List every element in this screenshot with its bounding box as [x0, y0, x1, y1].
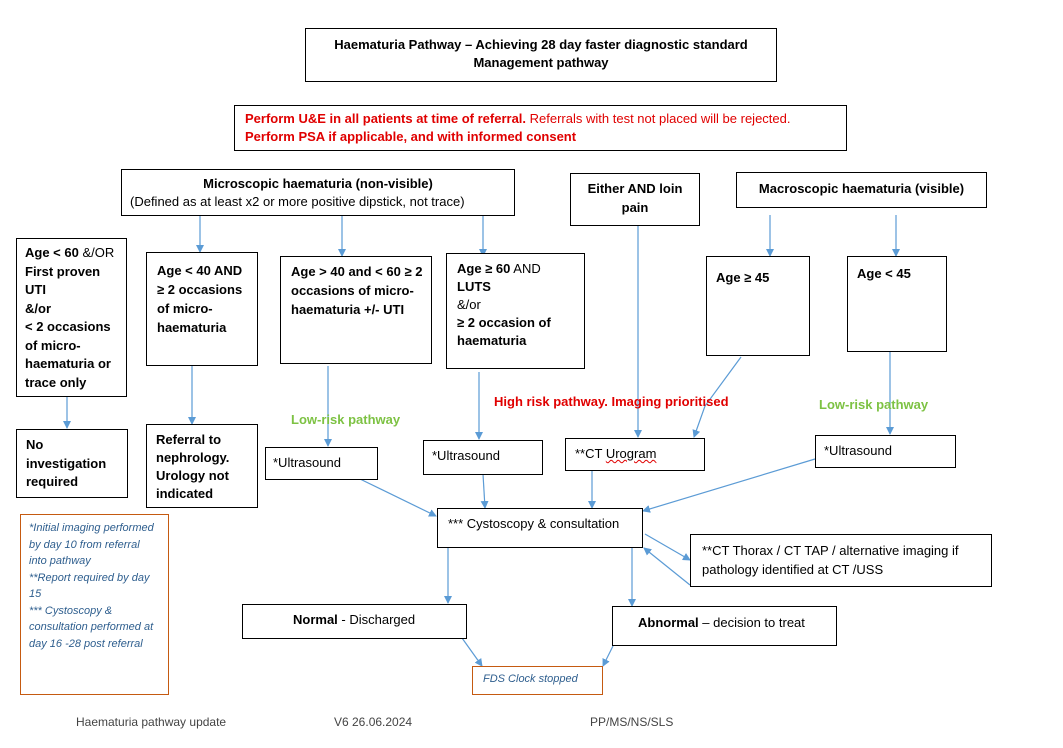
fds-clock-text: FDS Clock stopped — [483, 673, 578, 685]
ultrasound-box-1: *Ultrasound — [265, 447, 378, 480]
macroscopic-box: Macroscopic haematuria (visible) — [736, 172, 987, 208]
age-lt40-box: Age < 40 AND ≥ 2 occasions of micro-haem… — [146, 252, 258, 366]
ultrasound-text-2: *Ultrasound — [432, 448, 500, 463]
high-risk-label: High risk pathway. Imaging prioritised — [494, 394, 729, 409]
note-2: **Report required by day 15 — [29, 571, 150, 601]
referral-notice-line1: Perform U&E in all patients at time of r… — [245, 110, 846, 128]
no-investigation-box: No investigation required — [16, 429, 128, 498]
low-risk-label-right: Low-risk pathway — [819, 397, 929, 412]
referral-notice-box: Perform U&E in all patients at time of r… — [234, 105, 847, 151]
cystoscopy-box: *** Cystoscopy & consultation — [437, 508, 643, 548]
ultrasound-text-3: *Ultrasound — [824, 443, 892, 458]
age-lt60-l1: Age < 60 — [25, 245, 79, 260]
age-40-60-text: Age > 40 and < 60 ≥ 2 occasions of micro… — [291, 264, 423, 317]
arrow-us1-to-cysto — [359, 478, 437, 517]
no-investigation-text: No investigation required — [26, 437, 107, 489]
arrow-ge45-to-ct — [692, 356, 742, 438]
referral-nephrology-box: Referral to nephrology. Urology not indi… — [146, 424, 258, 508]
age-ge60-l2: LUTS — [457, 279, 491, 294]
note-3: *** Cystoscopy & consultation performed … — [29, 604, 154, 650]
age-lt60-l3: &/or — [25, 300, 51, 316]
age-ge45-box: Age ≥ 45 — [706, 256, 810, 356]
age-ge60-l1: Age ≥ 60 — [457, 261, 511, 276]
referral-notice-bold: Perform U&E in all patients at time of r… — [245, 111, 527, 126]
ct-thorax-text: **CT Thorax / CT TAP / alternative imagi… — [702, 543, 959, 577]
macroscopic-heading: Macroscopic haematuria (visible) — [758, 181, 965, 196]
note-1: *Initial imaging performed by day 10 fro… — [29, 522, 154, 567]
referral-nephrology-text: Referral to nephrology. Urology not indi… — [156, 432, 230, 501]
age-ge60-l3: &/or — [457, 297, 481, 312]
ct-urogram-box: **CT Urogram — [565, 438, 705, 471]
low-risk-label-left: Low-risk pathway — [291, 412, 401, 427]
normal-rest: - Discharged — [337, 612, 416, 627]
arrow-ctthorax-to-cysto — [643, 547, 691, 586]
referral-notice-line2: Perform PSA if applicable, and with info… — [245, 129, 577, 144]
referral-notice-rest: Referrals with test not placed will be r… — [526, 111, 791, 126]
ultrasound-box-2: *Ultrasound — [423, 440, 543, 475]
normal-bold: Normal — [293, 612, 338, 627]
microscopic-box: Microscopic haematuria (non-visible) (De… — [121, 169, 515, 216]
age-ge60-l4: ≥ 2 occasion of haematuria — [457, 315, 551, 348]
footer-right: PP/MS/NS/SLS — [590, 715, 674, 729]
arrow-cysto-to-ctthorax — [644, 533, 691, 561]
timeline-notes-box: *Initial imaging performed by day 10 fro… — [20, 514, 169, 695]
ultrasound-box-3: *Ultrasound — [815, 435, 956, 468]
age-ge45-text: Age ≥ 45 — [716, 270, 770, 285]
arrow-us3-to-cysto — [642, 458, 816, 513]
age-ge60-l1b: AND — [510, 261, 541, 276]
age-lt60-box: Age < 60 &/OR First proven UTI &/or < 2 … — [16, 238, 127, 397]
footer-middle: V6 26.06.2024 — [334, 715, 413, 729]
title-box: Haematuria Pathway – Achieving 28 day fa… — [305, 28, 777, 82]
abnormal-bold: Abnormal — [638, 615, 699, 630]
age-40-60-box: Age > 40 and < 60 ≥ 2 occasions of micro… — [280, 256, 432, 364]
either-loin-pain-box: Either AND loin pain — [570, 173, 700, 226]
age-lt45-text: Age < 45 — [857, 266, 911, 281]
age-lt45-box: Age < 45 — [847, 256, 947, 352]
age-lt40-text: Age < 40 AND ≥ 2 occasions of micro-haem… — [157, 263, 243, 335]
title-line2: Management pathway — [473, 55, 609, 70]
ct-urogram-prefix: **CT — [575, 446, 606, 461]
arrow-us2-to-cysto — [480, 473, 489, 509]
age-ge60-box: Age ≥ 60 AND LUTS &/or ≥ 2 occasion of h… — [446, 253, 585, 369]
arrow-normal-to-fds — [461, 637, 483, 667]
either-loin-pain-text: Either AND loin pain — [587, 181, 683, 215]
abnormal-box: Abnormal – decision to treat — [612, 606, 837, 646]
microscopic-heading: Microscopic haematuria (non-visible) — [203, 176, 433, 191]
footer-left: Haematuria pathway update — [76, 715, 227, 729]
abnormal-rest: – decision to treat — [698, 615, 805, 630]
title-line1: Haematuria Pathway – Achieving 28 day fa… — [334, 37, 748, 52]
microscopic-sub: (Defined as at least x2 or more positive… — [130, 194, 465, 209]
age-lt60-l4: < 2 occasions of micro-haematuria or tra… — [25, 319, 111, 390]
normal-box: Normal - Discharged — [242, 604, 467, 639]
age-lt60-l2: First proven UTI — [25, 263, 101, 298]
ultrasound-text-1: *Ultrasound — [273, 455, 341, 470]
fds-clock-box: FDS Clock stopped — [472, 666, 603, 695]
age-lt60-l1b: &/OR — [78, 245, 115, 260]
ct-thorax-box: **CT Thorax / CT TAP / alternative imagi… — [690, 534, 992, 587]
ct-urogram-word: Urogram — [605, 446, 657, 461]
arrow-abnormal-to-fds — [602, 645, 614, 667]
cystoscopy-text: *** Cystoscopy & consultation — [448, 516, 620, 531]
